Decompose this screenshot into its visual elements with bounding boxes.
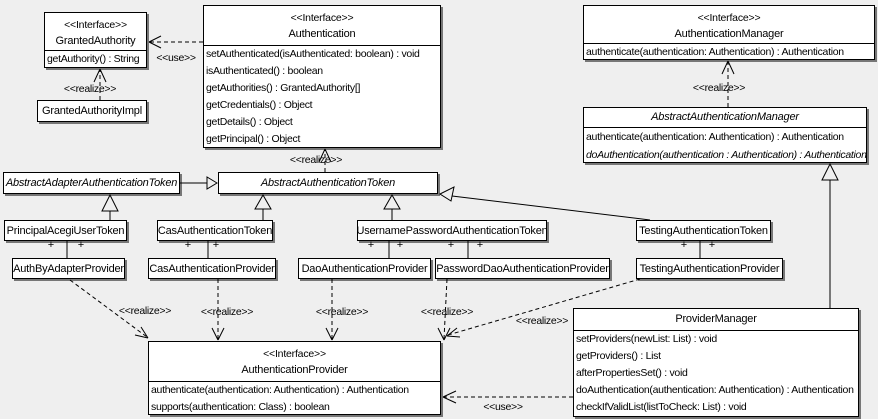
multiplicity-label: + — [476, 239, 484, 251]
class-name: GrantedAuthorityImpl — [42, 105, 142, 117]
edge-label-use: <<use>> — [483, 401, 523, 413]
edge-label-realize: <<realize>> — [63, 83, 117, 95]
gen-triangle — [383, 193, 401, 210]
realize-arrowhead — [721, 60, 735, 75]
method: authenticate(authentication: Authenticat… — [586, 46, 844, 58]
gen-triangle — [206, 176, 218, 190]
method: getDetails() : Object — [206, 116, 293, 128]
class-authentication-manager[interactable]: <<Interface>> AuthenticationManager auth… — [583, 5, 875, 60]
multiplicity-label: + — [680, 239, 688, 251]
use-arrowhead — [442, 390, 457, 404]
class-testing-authentication-token[interactable]: TestingAuthenticationToken — [636, 220, 771, 241]
edge-label-realize: <<realize>> — [200, 306, 254, 318]
class-granted-authority-impl[interactable]: GrantedAuthorityImpl — [37, 100, 147, 122]
edge-label-realize: <<realize>> — [289, 154, 343, 166]
gen-triangle — [254, 193, 272, 210]
class-name: TestingAuthenticationToken — [639, 224, 768, 237]
class-name: CasAuthenticationProvider — [149, 262, 275, 275]
multiplicity-label: + — [708, 239, 716, 251]
class-name: UsernamePasswordAuthenticationToken — [356, 224, 548, 237]
class-testing-authentication-provider[interactable]: TestingAuthenticationProvider — [636, 258, 783, 279]
multiplicity-label: + — [212, 239, 220, 251]
method: authenticate(authentication: Authenticat… — [586, 131, 844, 143]
method: getPrincipal() : Object — [206, 133, 301, 145]
class-name: AbstractAuthenticationManager — [651, 111, 799, 123]
method: authenticate(authentication: Authenticat… — [151, 384, 409, 396]
method: supports(authentication: Class) : boolea… — [151, 401, 330, 413]
class-cas-authentication-provider[interactable]: CasAuthenticationProvider — [148, 258, 276, 279]
class-name: TestingAuthenticationProvider — [639, 262, 780, 275]
realize-arrowhead — [325, 327, 339, 341]
gen-triangle — [438, 186, 455, 202]
class-abstract-adapter-authentication-token[interactable]: AbstractAdapterAuthenticationToken — [3, 172, 180, 194]
edge-label-realize: <<realize>> — [515, 315, 569, 327]
class-name: PrincipalAcegiUserToken — [6, 224, 125, 237]
class-auth-by-adapter-provider[interactable]: AuthByAdapterProvider — [12, 258, 125, 279]
edge-label-use: <<use>> — [156, 52, 196, 64]
method: getCredentials() : Object — [206, 99, 313, 111]
edge-label-realize: <<realize>> — [118, 305, 172, 317]
class-granted-authority[interactable]: <<Interface>> GrantedAuthority getAuthor… — [44, 12, 147, 68]
class-name: AbstractAdapterAuthenticationToken — [5, 177, 178, 189]
stereotype-label: <<Interface>> — [290, 12, 354, 24]
multiplicity-label: + — [77, 239, 85, 251]
multiplicity-label: + — [396, 239, 404, 251]
stereotype-label: <<Interface>> — [697, 12, 761, 24]
method: doAuthentication(authentication: Authent… — [576, 384, 854, 396]
use-arrowhead — [148, 35, 162, 49]
class-name: AuthByAdapterProvider — [13, 262, 124, 275]
class-name: DaoAuthenticationProvider — [301, 262, 428, 275]
multiplicity-label: + — [184, 239, 192, 251]
realize-arrowhead — [211, 327, 225, 341]
realize-arrowhead — [93, 68, 107, 83]
class-abstract-authentication-token[interactable]: AbstractAuthenticationToken — [218, 172, 438, 194]
stereotype-label: <<Interface>> — [64, 19, 127, 31]
gen-edge-testingauthenticationtoken — [451, 195, 651, 221]
class-authentication[interactable]: <<Interface>> Authentication setAuthenti… — [203, 5, 441, 148]
class-name: PasswordDaoAuthenticationProvider — [436, 262, 609, 275]
class-name: AuthenticationManager — [674, 28, 784, 40]
realize-arrowhead — [446, 327, 461, 338]
class-principal-acegi-user-token[interactable]: PrincipalAcegiUserToken — [4, 220, 127, 241]
method: getAuthorities() : GrantedAuthority[] — [206, 82, 361, 94]
class-name: GrantedAuthority — [55, 35, 136, 47]
class-provider-manager[interactable]: ProviderManager setProviders(newList: Li… — [573, 308, 859, 417]
method: doAuthentication(authentication : Authen… — [586, 149, 867, 161]
class-name: ProviderManager — [675, 313, 757, 325]
multiplicity-label: + — [47, 239, 55, 251]
multiplicity-label: + — [447, 239, 455, 251]
class-name: CasAuthenticationToken — [157, 224, 273, 237]
class-name: AbstractAuthenticationToken — [260, 177, 396, 189]
realize-arrowhead — [134, 326, 149, 339]
method: setAuthenticated(isAuthenticated: boolea… — [206, 48, 420, 60]
gen-triangle — [821, 162, 839, 181]
edge-label-realize: <<realize>> — [692, 82, 746, 94]
class-dao-authentication-provider[interactable]: DaoAuthenticationProvider — [298, 258, 431, 279]
stereotype-label: <<Interface>> — [263, 348, 326, 360]
multiplicity-label: + — [367, 239, 375, 251]
edge-label-realize: <<realize>> — [315, 306, 369, 318]
edge-label-realize: <<realize>> — [420, 306, 474, 318]
method: isAuthenticated() : boolean — [206, 65, 323, 77]
class-password-dao-authentication-provider[interactable]: PasswordDaoAuthenticationProvider — [435, 258, 610, 279]
method: setProviders(newList: List) : void — [576, 333, 717, 345]
method: afterPropertiesSet() : void — [576, 367, 688, 379]
class-username-password-authentication-token[interactable]: UsernamePasswordAuthenticationToken — [356, 220, 548, 241]
class-name: Authentication — [288, 28, 356, 40]
method: checkIfValidList(listToCheck: List) : vo… — [576, 401, 747, 413]
class-abstract-authentication-manager[interactable]: AbstractAuthenticationManager authentica… — [583, 107, 867, 163]
class-authentication-provider[interactable]: <<Interface>> AuthenticationProvider aut… — [148, 341, 441, 415]
method: getProviders() : List — [576, 350, 661, 362]
method: getAuthority() : String — [47, 53, 140, 65]
gen-triangle — [101, 193, 119, 212]
realize-arrowhead — [437, 327, 451, 341]
class-name: AuthenticationProvider — [241, 364, 348, 376]
class-cas-authentication-token[interactable]: CasAuthenticationToken — [157, 220, 273, 241]
